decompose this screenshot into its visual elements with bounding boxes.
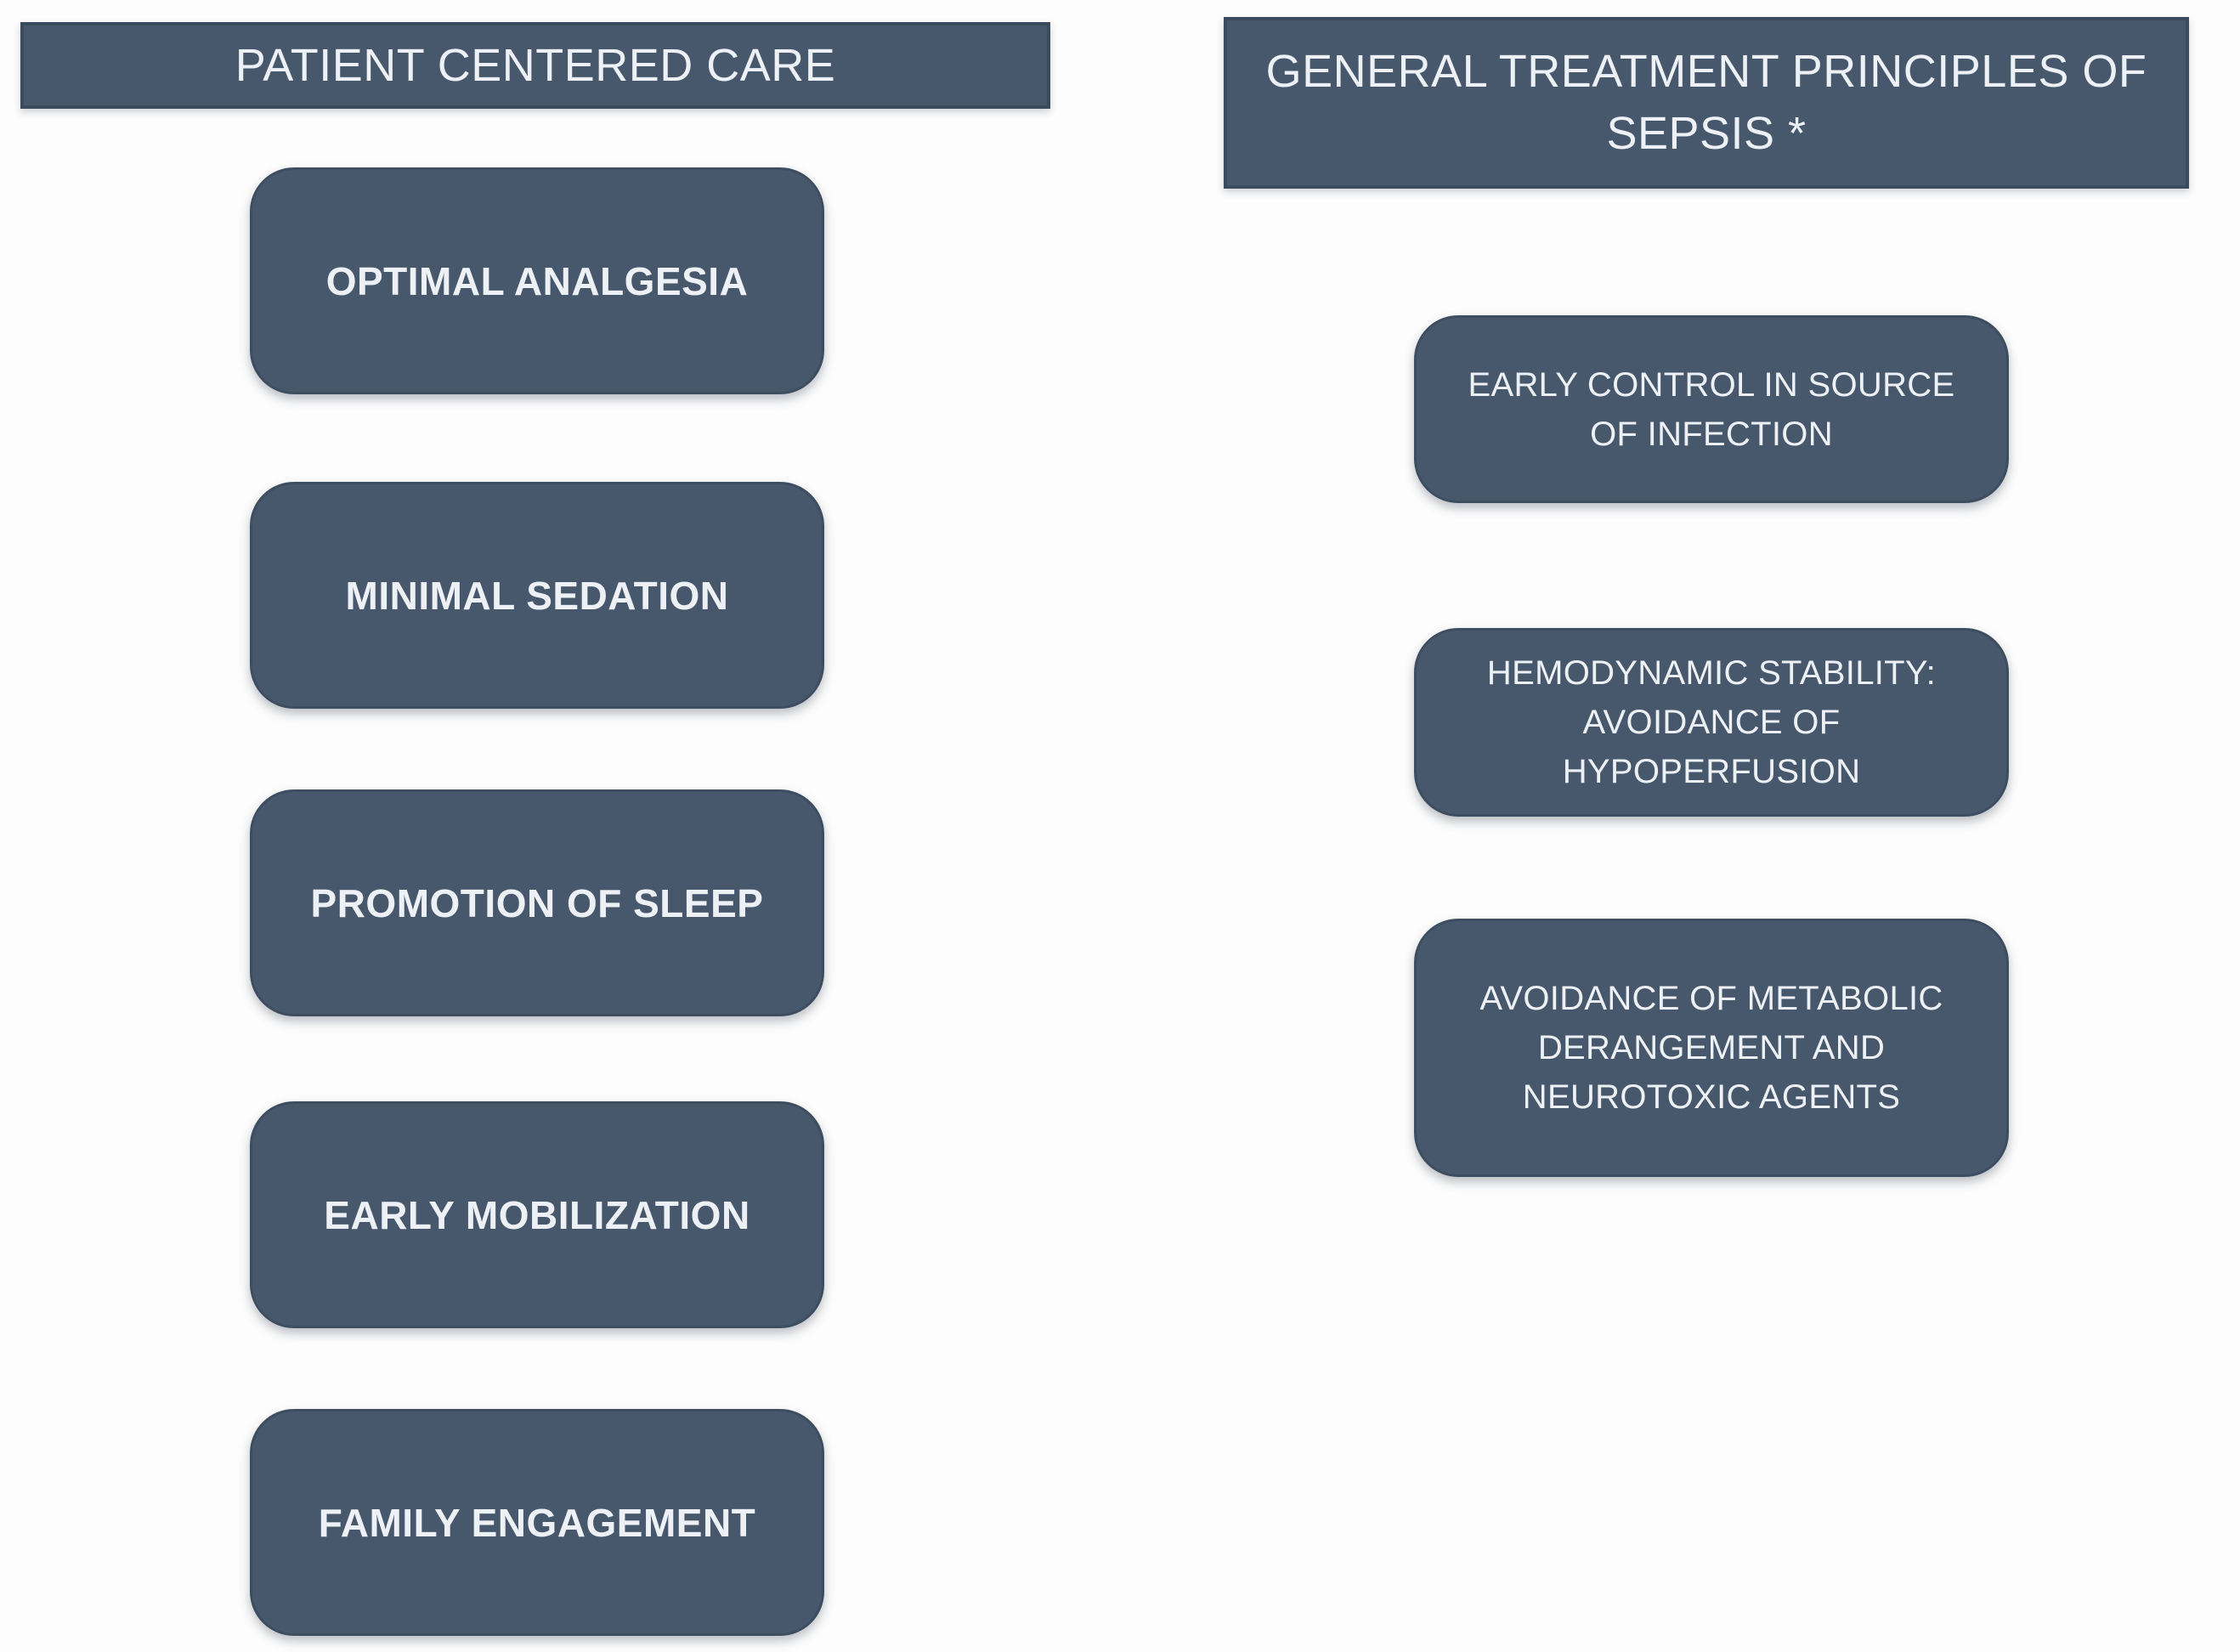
right-column-header: GENERAL TREATMENT PRINCIPLES OF SEPSIS * — [1224, 17, 2189, 189]
left-box-minimal-sedation: MINIMAL SEDATION — [250, 482, 824, 709]
right-box-early-source-control: EARLY CONTROL IN SOURCE OF INFECTION — [1414, 315, 2009, 503]
left-box-promotion-of-sleep: PROMOTION OF SLEEP — [250, 789, 824, 1016]
left-box-early-mobilization: EARLY MOBILIZATION — [250, 1101, 824, 1328]
right-box-label: AVOIDANCE OF METABOLIC DERANGEMENT AND N… — [1479, 980, 1943, 1116]
left-box-family-engagement: FAMILY ENGAGEMENT — [250, 1409, 824, 1636]
right-box-label: HEMODYNAMIC STABILITY: AVOIDANCE OF HYPO… — [1486, 654, 1937, 790]
left-column-header: PATIENT CENTERED CARE — [20, 22, 1050, 109]
right-column-header-label: GENERAL TREATMENT PRINCIPLES OF SEPSIS * — [1265, 46, 2147, 159]
left-box-label: EARLY MOBILIZATION — [324, 1192, 750, 1237]
left-box-label: FAMILY ENGAGEMENT — [318, 1500, 756, 1545]
right-box-label: EARLY CONTROL IN SOURCE OF INFECTION — [1468, 365, 1955, 453]
left-box-label: OPTIMAL ANALGESIA — [325, 258, 749, 303]
left-column-header-label: PATIENT CENTERED CARE — [235, 39, 836, 91]
right-box-avoid-metabolic-derangement: AVOIDANCE OF METABOLIC DERANGEMENT AND N… — [1414, 919, 2009, 1177]
left-box-label: MINIMAL SEDATION — [345, 573, 729, 618]
left-box-label: PROMOTION OF SLEEP — [310, 880, 764, 925]
left-box-optimal-analgesia: OPTIMAL ANALGESIA — [250, 167, 824, 394]
right-box-hemodynamic-stability: HEMODYNAMIC STABILITY: AVOIDANCE OF HYPO… — [1414, 628, 2009, 817]
